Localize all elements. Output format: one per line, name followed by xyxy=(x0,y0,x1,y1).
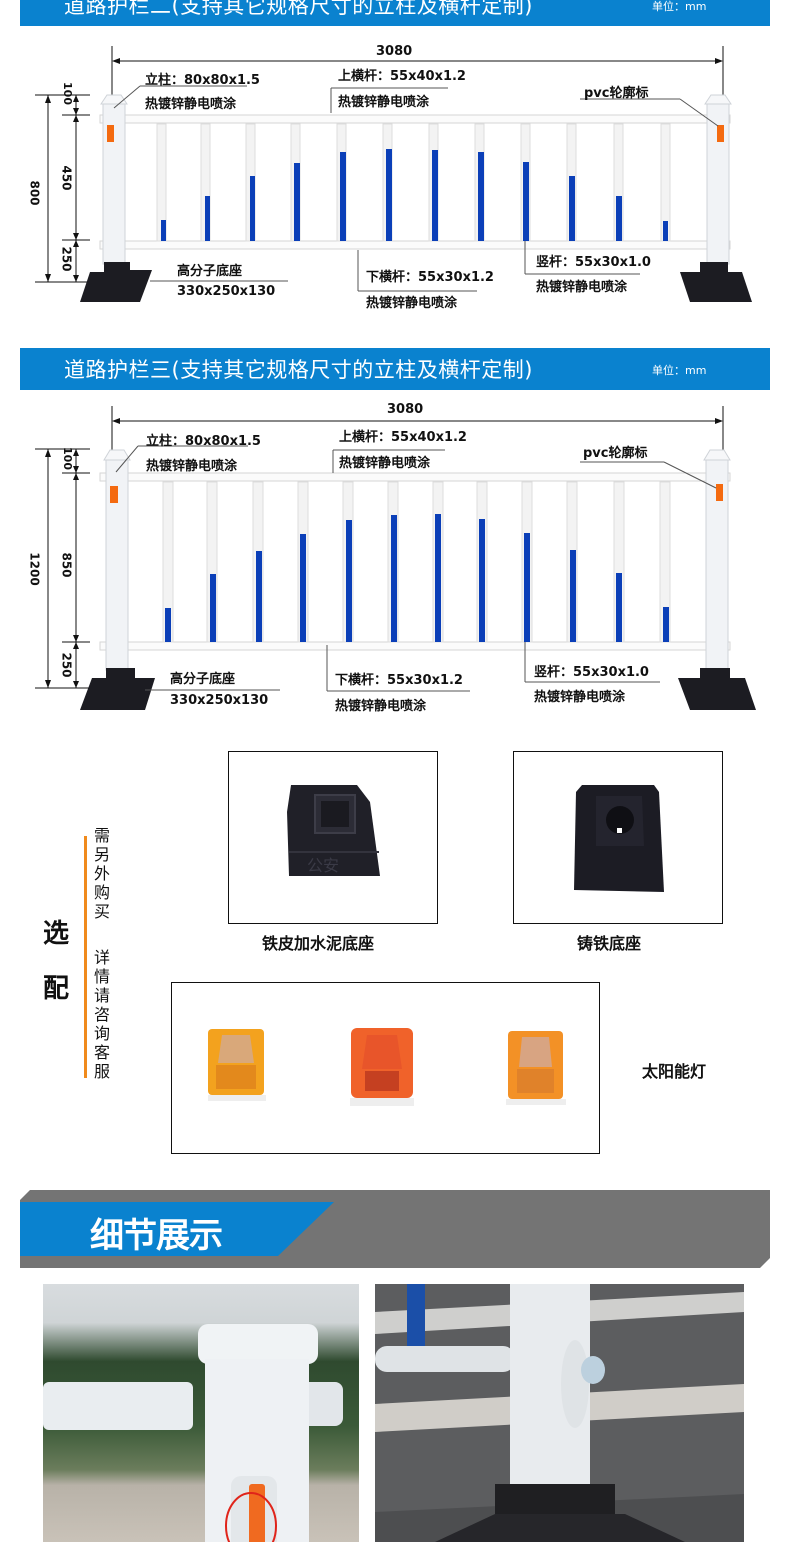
iron-cement-base-image: 公安 xyxy=(287,785,380,876)
bottom-rail-coating-label: 热镀锌静电喷涂 xyxy=(335,699,427,714)
section-banner-2: 道路护栏三(支持其它规格尺寸的立柱及横杆定制) 单位：mm xyxy=(20,348,770,390)
unit-label: 单位：mm xyxy=(652,0,707,13)
bottom-rail-label: 下横杆：55x30x1.2 xyxy=(366,270,494,285)
detail-showcase-banner: 细节展示 xyxy=(20,1190,770,1268)
optional-heading-char-2: 配 xyxy=(43,974,70,1004)
banner-title: 道路护栏二(支持其它规格尺寸的立柱及横杆定制) xyxy=(64,0,533,18)
post-coating-label: 热镀锌静电喷涂 xyxy=(146,459,238,474)
bottom-dimension: 250 xyxy=(59,652,74,678)
reflector-label: pvc轮廓标 xyxy=(583,446,648,461)
post-label: 立柱：80x80x1.5 xyxy=(145,73,260,88)
picket-coating-label: 热镀锌静电喷涂 xyxy=(536,280,628,295)
solar-lights-image xyxy=(208,1028,566,1106)
cast-iron-base-image xyxy=(574,785,664,892)
bottom-rail-coating-label: 热镀锌静电喷涂 xyxy=(366,296,458,311)
base-size-label: 330x250x130 xyxy=(170,693,269,708)
top-rail-label: 上横杆：55x40x1.2 xyxy=(338,69,466,84)
bottom-rail-label: 下横杆：55x30x1.2 xyxy=(335,673,463,688)
accessory-card-cast-iron-base xyxy=(513,751,723,924)
width-dimension: 3080 xyxy=(376,44,413,59)
accessory-caption-iron-cement-base: 铁皮加水泥底座 xyxy=(262,934,375,953)
post-top-reflector-image xyxy=(43,1324,343,1542)
top-dimension: 100 xyxy=(60,447,74,470)
banner-title: 道路护栏三(支持其它规格尺寸的立柱及横杆定制) xyxy=(64,358,533,382)
top-dimension: 100 xyxy=(60,82,74,105)
bottom-dimension: 250 xyxy=(59,246,74,272)
top-rail-coating-label: 热镀锌静电喷涂 xyxy=(339,456,431,471)
detail-banner-shape xyxy=(20,1190,770,1268)
post-label: 立柱：80x80x1.5 xyxy=(146,434,261,449)
note-purchase-separately: 需另外购买 xyxy=(93,826,110,921)
width-dimension: 3080 xyxy=(387,402,424,417)
accessory-caption-solar-lights: 太阳能灯 xyxy=(642,1062,707,1081)
base-size-label: 330x250x130 xyxy=(177,284,276,299)
total-height-dimension: 1200 xyxy=(27,552,42,586)
base-label: 高分子底座 xyxy=(170,672,236,687)
fence-illustration xyxy=(35,406,756,710)
accessory-card-solar-lights xyxy=(171,982,600,1154)
pickets xyxy=(156,123,671,242)
top-rail-label: 上横杆：55x40x1.2 xyxy=(339,430,467,445)
picket-label: 竖杆：55x30x1.0 xyxy=(536,255,651,270)
detail-photo-post-base xyxy=(375,1284,744,1542)
accessory-caption-cast-iron-base: 铸铁底座 xyxy=(577,934,642,953)
post-base-image xyxy=(375,1284,744,1542)
middle-dimension: 450 xyxy=(59,165,74,191)
post-coating-label: 热镀锌静电喷涂 xyxy=(145,97,237,112)
base-label: 高分子底座 xyxy=(177,264,243,279)
fence-illustration xyxy=(35,46,752,302)
pickets xyxy=(162,481,671,643)
detail-banner-title: 细节展示 xyxy=(90,1216,223,1256)
fence-diagram-1: 3080 800 100 450 250 立柱：80x80x1.5 热镀锌静电喷… xyxy=(0,40,790,320)
fence-diagram-2: 3080 1200 100 850 250 立柱：80x80x1.5 热镀锌静电… xyxy=(0,400,790,720)
note-consult-service: 详情请咨询客服 xyxy=(93,948,110,1081)
accent-divider xyxy=(84,836,87,1078)
picket-label: 竖杆：55x30x1.0 xyxy=(534,665,649,680)
total-height-dimension: 800 xyxy=(27,180,42,206)
unit-label: 单位：mm xyxy=(652,364,707,377)
section-banner-1: 道路护栏二(支持其它规格尺寸的立柱及横杆定制) 单位：mm xyxy=(20,0,770,26)
optional-heading-char-1: 选 xyxy=(43,919,70,949)
accessory-card-iron-cement-base: 公安 xyxy=(228,751,438,924)
reflector-label: pvc轮廓标 xyxy=(584,86,649,101)
picket-coating-label: 热镀锌静电喷涂 xyxy=(534,690,626,705)
detail-photo-post-reflector xyxy=(43,1284,359,1542)
svg-text:公安: 公安 xyxy=(307,856,339,875)
middle-dimension: 850 xyxy=(59,552,74,578)
top-rail-coating-label: 热镀锌静电喷涂 xyxy=(338,95,430,110)
